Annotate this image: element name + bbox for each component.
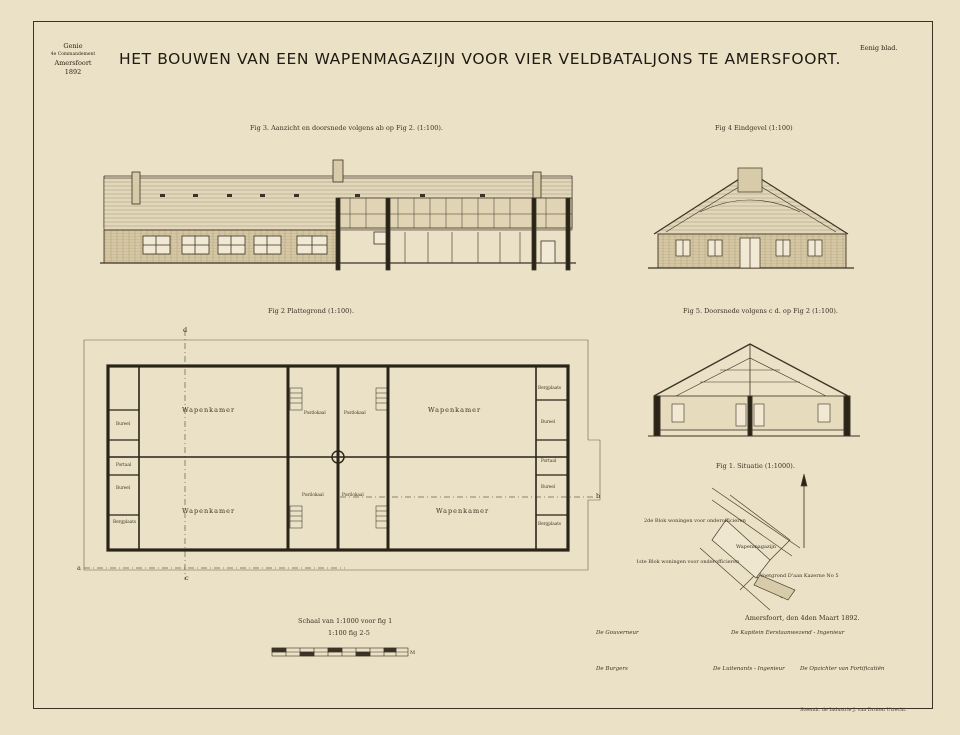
situation-label: Voetgrond D'aan Kazerne No 5 (760, 573, 839, 579)
room-label: Bergplaats (113, 519, 137, 524)
place-date: Amersfoort, den 4den Maart 1892. (745, 614, 860, 622)
section-mark-d: d (183, 326, 188, 334)
room-label: Wapenkamer (428, 406, 482, 414)
signature-gouverneur: De Gouverneur (596, 630, 639, 636)
room-label: Bureel (541, 419, 556, 424)
signature-luitenant: De Luitenants - Ingenieur (713, 666, 785, 672)
fig3-elevation (100, 159, 576, 271)
corner-line: 1892 (64, 67, 82, 76)
fig3-section (335, 197, 573, 271)
section-mark-a: a (77, 564, 81, 572)
room-label: Wapenkamer (182, 507, 236, 515)
corner-line: Amersfoort (54, 59, 92, 67)
scale-unit: M (410, 650, 416, 656)
signature-burgers: De Burgers (596, 666, 628, 672)
situation-label: 2de Blok woningen voor onderofficieren (644, 518, 746, 524)
fig2-caption: Fig 2 Plattegrond (1:100). (268, 307, 354, 315)
corner-line: 4e Commandement (50, 51, 96, 57)
fig5-section (648, 343, 860, 437)
sheet-title: HET BOUWEN VAN EEN WAPENMAGAZIJN VOOR VI… (118, 50, 842, 68)
room-label: Postlokaal (302, 492, 324, 497)
plan-stairs (289, 387, 389, 529)
section-mark-c: c (185, 574, 189, 582)
fig3-caption: Fig 3. Aanzicht en doorsnede volgens ab … (250, 124, 443, 132)
corner-right-label: Eenig blad. (860, 44, 898, 52)
signature-kapitein: De Kapitein Eerstaanwezend - Ingenieur (731, 630, 845, 636)
room-label: Wapenkamer (182, 406, 236, 414)
corner-line: Genie (63, 42, 83, 50)
fig1-situation (699, 473, 808, 611)
section-mark-b: b (596, 492, 601, 500)
room-label: Wapenkamer (436, 507, 490, 515)
room-label: Postlokaal (304, 410, 326, 415)
fig4-caption: Fig 4 Eindgevel (1:100) (715, 124, 793, 132)
situation-label: 1ste Blok woningen voor onderofficieren (636, 559, 740, 565)
fig4-windows (675, 237, 823, 269)
scale-bar (271, 647, 409, 657)
signature-opzichter: De Opzichter van Fortificatiën (800, 666, 885, 672)
scale-line-1: Schaal van 1:1000 voor fig 1 (298, 617, 393, 625)
room-label: Postlokaal (344, 410, 366, 415)
room-label: Bergplaats (538, 385, 562, 390)
fig3-windows (142, 235, 328, 255)
scale-line-2: 1:100 fig 2-5 (328, 629, 370, 637)
fig1-caption: Fig 1. Situatie (1:1000). (716, 462, 795, 470)
fig3-chimneys (131, 159, 542, 205)
fig2-plan (83, 330, 601, 580)
room-label: Bureel (116, 421, 131, 426)
room-label: Portaal (116, 462, 132, 467)
room-label: Bergplaats (538, 521, 562, 526)
corner-left-block: Genie 4e Commandement Amersfoort 1892 (50, 42, 96, 76)
room-label: Bureel (116, 485, 131, 490)
fig5-caption: Fig 5. Doorsnede volgens c d. op Fig 2 (… (683, 307, 838, 315)
sheet-border (33, 21, 933, 709)
situation-label: Wapenmagazijn (736, 544, 776, 550)
room-label: Bureel (541, 484, 556, 489)
printer-credit: Steendr. de Industrie J. van Druten Utre… (800, 708, 907, 713)
fig3-roof-lights (160, 194, 485, 197)
room-label: Portaal (541, 458, 557, 463)
fig4-gable (648, 167, 854, 269)
room-label: Postlokaal (342, 492, 364, 497)
